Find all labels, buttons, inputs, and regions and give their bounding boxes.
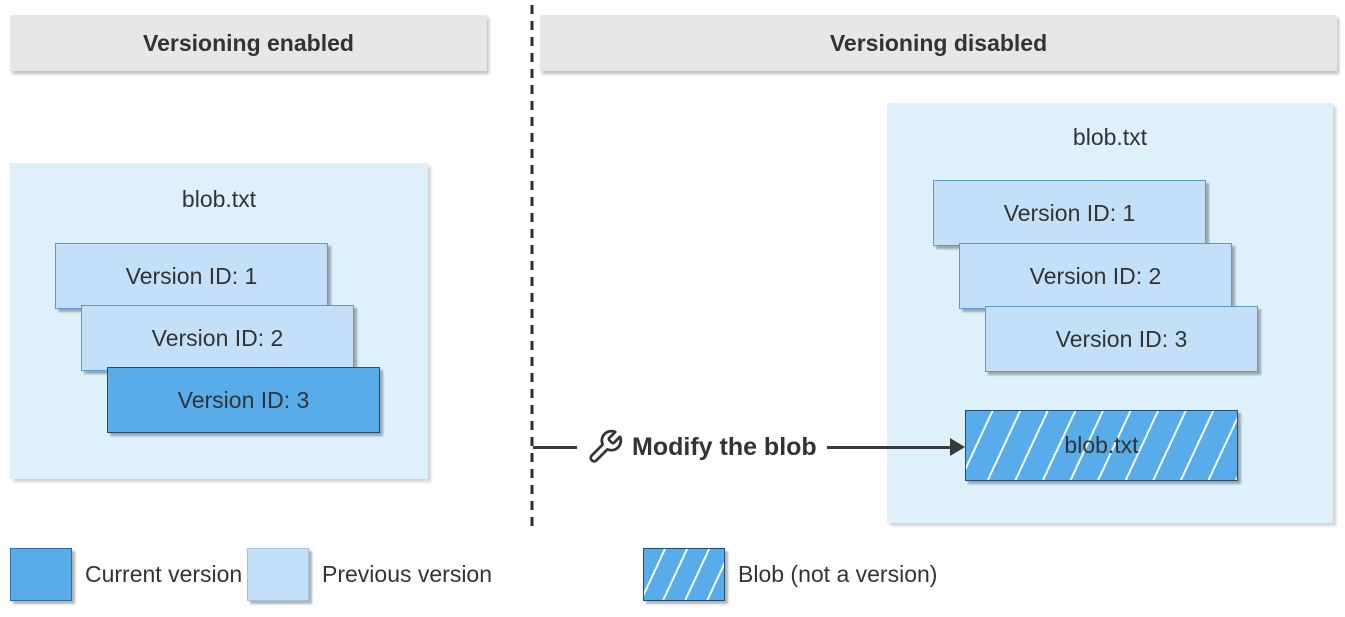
- version-box: Version ID: 1: [55, 243, 328, 309]
- version-box-current: Version ID: 3: [107, 367, 380, 433]
- version-box-label: Version ID: 1: [125, 262, 258, 289]
- blob-container-enabled-title: blob.txt: [181, 186, 257, 212]
- version-box-label: Version ID: 3: [177, 386, 310, 413]
- arrow-head: [950, 438, 965, 456]
- version-box-label: Version ID: 3: [1055, 325, 1188, 352]
- header-versioning-enabled: Versioning enabled: [10, 15, 487, 71]
- version-box: Version ID: 3: [985, 306, 1258, 372]
- legend-swatch-hatched: [643, 548, 725, 601]
- legend-swatch-previous: [247, 548, 309, 601]
- header-versioning-enabled-label: Versioning enabled: [143, 29, 354, 56]
- version-box-label: Version ID: 2: [1029, 262, 1162, 289]
- wrench-icon: [589, 429, 623, 463]
- version-box-label: Version ID: 2: [151, 324, 284, 351]
- version-box: Version ID: 2: [959, 243, 1232, 309]
- arrow-line: [826, 445, 950, 449]
- legend-label: Previous version: [322, 561, 493, 587]
- version-box: Version ID: 2: [81, 305, 354, 371]
- version-box-label: Version ID: 1: [1003, 199, 1136, 226]
- connector-line: [533, 445, 577, 449]
- header-versioning-disabled-label: Versioning disabled: [829, 29, 1048, 56]
- legend-label: Blob (not a version): [738, 561, 938, 587]
- blob-container-disabled-title: blob.txt: [1072, 124, 1148, 150]
- modify-annotation: Modify the blob: [533, 426, 965, 468]
- blob-not-a-version-box: blob.txt: [965, 410, 1238, 481]
- legend-swatch-current: [10, 548, 72, 601]
- modify-the-blob-label: Modify the blob: [632, 432, 817, 461]
- legend-label: Current version: [85, 561, 243, 587]
- blob-box-label: blob.txt: [1064, 432, 1139, 458]
- version-box: Version ID: 1: [933, 180, 1206, 246]
- legend-item-current-version: Current version: [10, 547, 242, 602]
- header-versioning-disabled: Versioning disabled: [540, 15, 1337, 71]
- legend-item-blob-not-a-version: Blob (not a version): [643, 547, 937, 602]
- legend-item-previous-version: Previous version: [247, 547, 492, 602]
- dashed-divider-line: [530, 5, 534, 533]
